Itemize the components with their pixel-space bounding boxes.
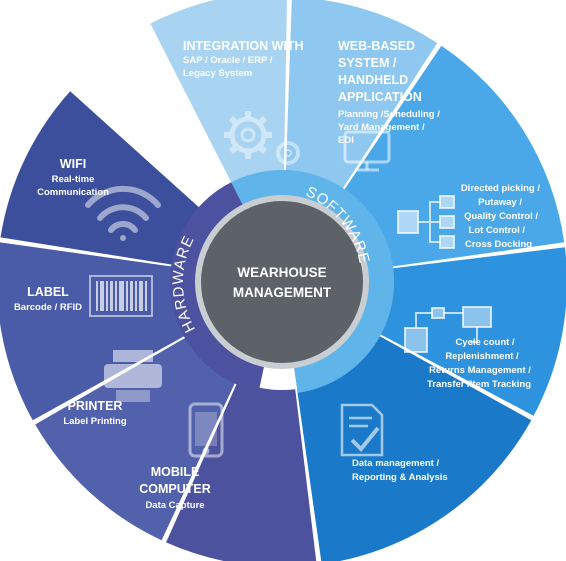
integration-title: INTEGRATION WITH [183,39,304,53]
hardware-ring [169,182,265,392]
web-title-1: WEB-BASED [338,39,415,53]
printer-icon [104,350,162,402]
software-ring [231,169,395,393]
segment-cycle-count [377,247,566,416]
data-mgmt-line-2: Reporting & Analysis [352,472,448,483]
mobile-title-1: MOBILE [151,465,200,479]
printer-sub: Label Printing [63,416,127,427]
directed-line-2: Putaway / [478,197,522,208]
web-title-4: APPLICATION [338,90,422,104]
directed-line-1: Directed picking / [461,183,541,194]
integration-sub-1: SAP / Oracle / ERP / [183,55,273,66]
wifi-sub-1: Real-time [52,174,95,185]
wifi-sub-2: Communication [37,187,109,198]
segment-mobile-computer [166,380,317,561]
wifi-title: WIFI [60,157,86,171]
segment-wifi [0,91,202,266]
label-title: LABEL [27,285,69,299]
directed-line-5: Cross Docking [465,239,532,250]
segment-printer [35,336,237,541]
web-title-2: SYSTEM / [338,56,397,70]
web-sub-2: Yard Management / [338,122,425,133]
network-icon [404,306,492,353]
smartphone-icon [188,402,224,458]
center-title-line2: MANAGEMENT [233,285,332,300]
barcode-label-icon [89,275,153,317]
segment-data-management [297,334,532,561]
directed-line-3: Quality Control / [464,211,538,222]
mobile-title-2: COMPUTER [139,482,211,496]
integration-sub-2: Legacy System [183,68,252,79]
mobile-sub: Data Capture [145,500,204,511]
data-mgmt-line-1: Data management / [352,458,439,469]
checklist-document-icon [340,403,384,457]
wifi-icon [85,185,161,241]
center-circle [195,195,369,369]
printer-title: PRINTER [68,399,123,413]
web-title-3: HANDHELD [338,73,408,87]
center-title-line1: WEARHOUSE [237,265,326,280]
segment-web-based-system [285,0,438,192]
web-sub-1: Planning /Scheduling / [338,109,440,120]
cycle-line-2: Replenishment / [445,351,519,362]
tablet-monitor-icon [343,130,391,172]
cycle-line-4: Transfer /Item Tracking [427,379,531,390]
gear-icon [224,111,300,165]
directed-line-4: Lot Control / [469,225,526,236]
flowchart-icon [397,195,455,249]
cycle-line-3: Returns Management / [429,365,531,376]
web-sub-3: EDI [338,135,354,146]
segment-integration [150,0,287,186]
label-sub: Barcode / RFID [14,302,82,313]
cycle-line-1: Cycle count / [455,337,514,348]
